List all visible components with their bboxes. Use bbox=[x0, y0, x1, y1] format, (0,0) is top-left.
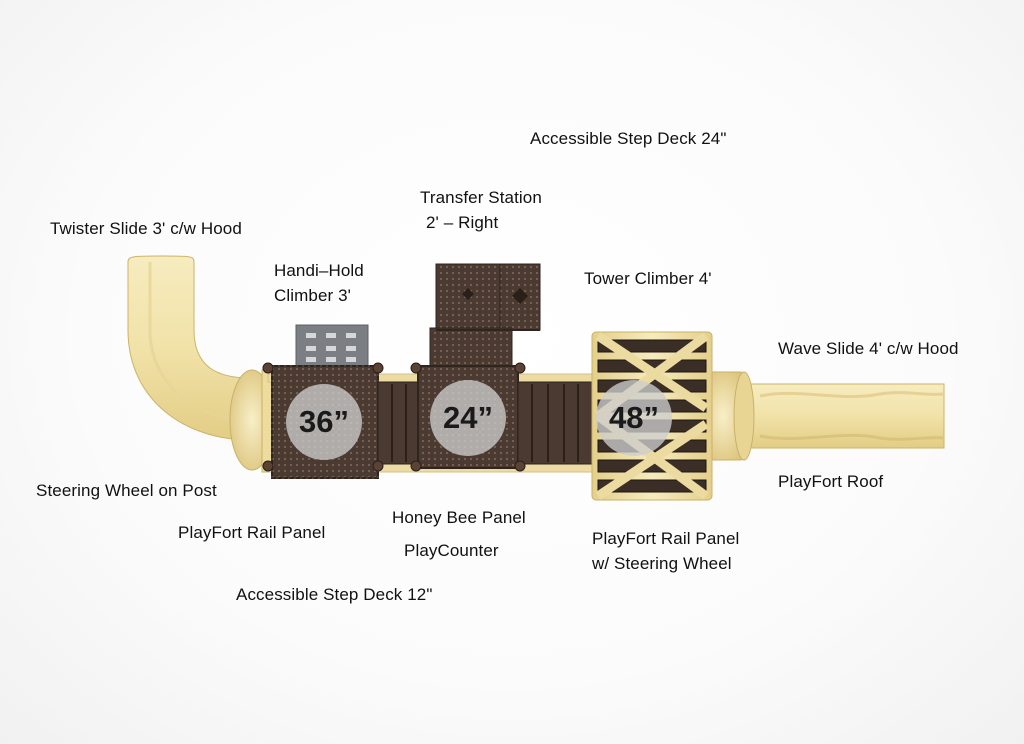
deck-height-badge-24: 24” bbox=[430, 380, 506, 456]
label-playfort-rail-panel: PlayFort Rail Panel bbox=[178, 523, 326, 542]
label-rail-panel-steering-wheel: PlayFort Rail Panel w/ Steering Wheel bbox=[592, 526, 739, 576]
label-playcounter: PlayCounter bbox=[404, 541, 499, 560]
wave-slide bbox=[741, 383, 945, 449]
label-playfort-roof: PlayFort Roof bbox=[778, 472, 884, 491]
label-honey-bee-panel: Honey Bee Panel bbox=[392, 508, 526, 527]
label-wave-slide: Wave Slide 4' c/w Hood bbox=[778, 339, 959, 358]
step-deck-12 bbox=[377, 381, 421, 465]
twister-slide bbox=[127, 255, 251, 441]
handi-hold-climber bbox=[295, 324, 369, 368]
label-tower-climber: Tower Climber 4' bbox=[584, 269, 712, 288]
label-handi-hold-climber: Handi–Hold Climber 3' bbox=[274, 258, 364, 308]
label-steering-wheel-post: Steering Wheel on Post bbox=[36, 481, 217, 500]
label-twister-slide: Twister Slide 3' c/w Hood bbox=[50, 219, 242, 238]
deck-height-badge-48: 48” bbox=[596, 380, 672, 456]
label-transfer-station-line1: Transfer Station bbox=[420, 188, 542, 207]
step-deck-24 bbox=[517, 381, 593, 465]
label-handi-hold-line1: Handi–Hold bbox=[274, 261, 364, 280]
label-accessible-step-deck-12: Accessible Step Deck 12" bbox=[236, 585, 433, 604]
label-accessible-step-deck-24: Accessible Step Deck 24" bbox=[530, 129, 727, 148]
transfer-station bbox=[429, 263, 541, 369]
label-rail-panel-wheel-line1: PlayFort Rail Panel bbox=[592, 529, 740, 548]
label-handi-hold-line2: Climber 3' bbox=[274, 286, 351, 305]
label-transfer-station-line2: 2' – Right bbox=[426, 213, 499, 232]
label-transfer-station: Transfer Station 2' – Right bbox=[420, 185, 542, 235]
label-rail-panel-wheel-line2: w/ Steering Wheel bbox=[592, 554, 732, 573]
deck-height-badge-36: 36” bbox=[286, 384, 362, 460]
deck-posts bbox=[262, 362, 526, 472]
